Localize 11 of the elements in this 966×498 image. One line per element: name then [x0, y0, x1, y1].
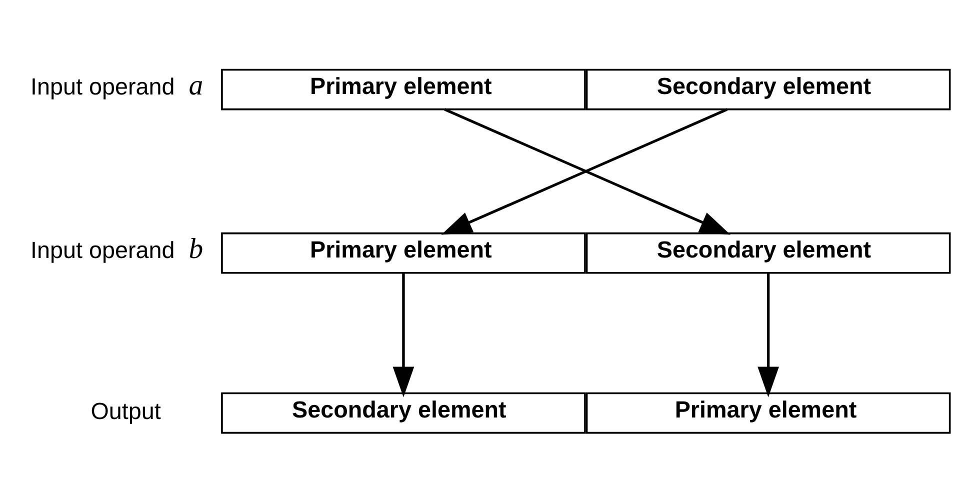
node-box: Primary element — [221, 68, 586, 110]
node-box: Primary element — [586, 392, 951, 434]
node-box: Secondary element — [221, 392, 586, 434]
node-box: Primary element — [221, 232, 586, 274]
node-box: Secondary element — [586, 232, 951, 274]
node-box: Secondary element — [586, 68, 951, 110]
label: Input operand a — [30, 69, 204, 102]
label: Output — [90, 398, 161, 424]
label: Input operand b — [30, 232, 204, 265]
arrow — [392, 272, 414, 397]
arrow — [758, 272, 779, 397]
